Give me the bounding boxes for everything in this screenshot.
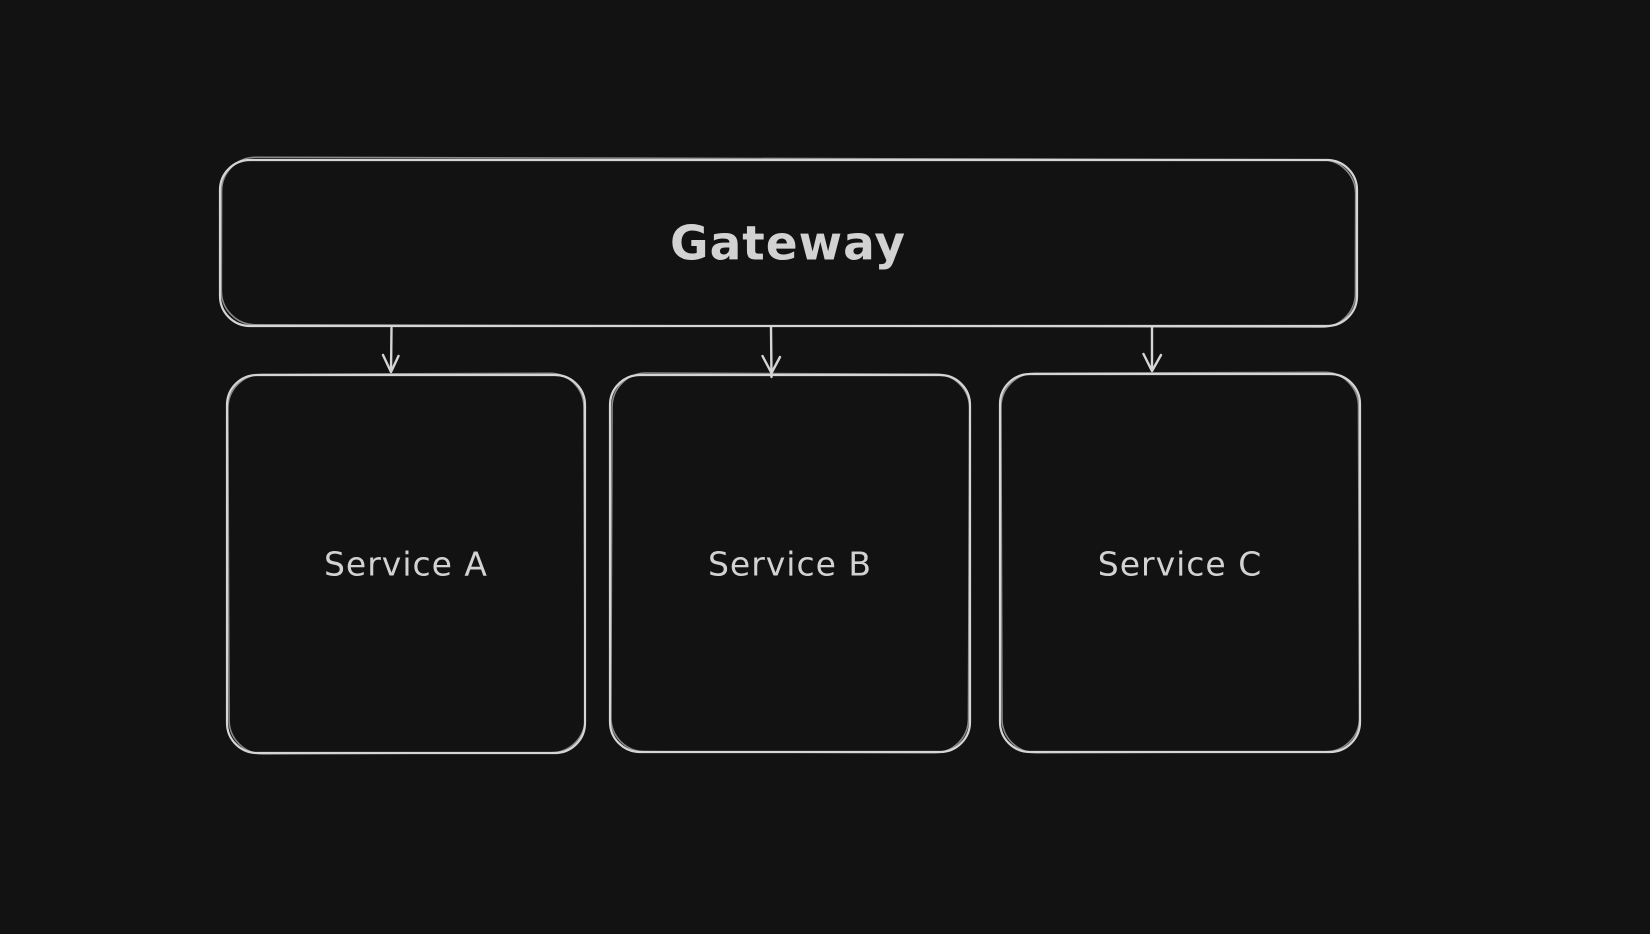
arrow-b-stem	[769, 325, 773, 379]
arrow-a-head	[381, 353, 400, 374]
service-c-label: Service C	[1098, 545, 1263, 584]
arrow-gateway-to-service-a	[381, 326, 400, 374]
service-c-box-outline-second-pass	[1000, 371, 1361, 754]
service-a-label: Service A	[324, 545, 488, 584]
service-b-box-outline-second-pass	[610, 372, 971, 754]
arrow-a-stem	[389, 326, 393, 373]
arrow-c-head	[1142, 352, 1163, 373]
node-service-a: Service A	[225, 372, 587, 755]
arrow-gateway-to-service-b	[761, 325, 782, 379]
arrow-gateway-to-service-c	[1142, 325, 1163, 373]
node-service-b: Service B	[608, 372, 972, 754]
gateway-box-outline-second-pass	[220, 156, 1357, 329]
service-b-label: Service B	[708, 545, 872, 584]
gateway-label: Gateway	[670, 216, 906, 271]
node-gateway: Gateway	[218, 156, 1359, 329]
node-service-c: Service C	[998, 371, 1362, 754]
service-a-box-outline-second-pass	[227, 372, 586, 755]
